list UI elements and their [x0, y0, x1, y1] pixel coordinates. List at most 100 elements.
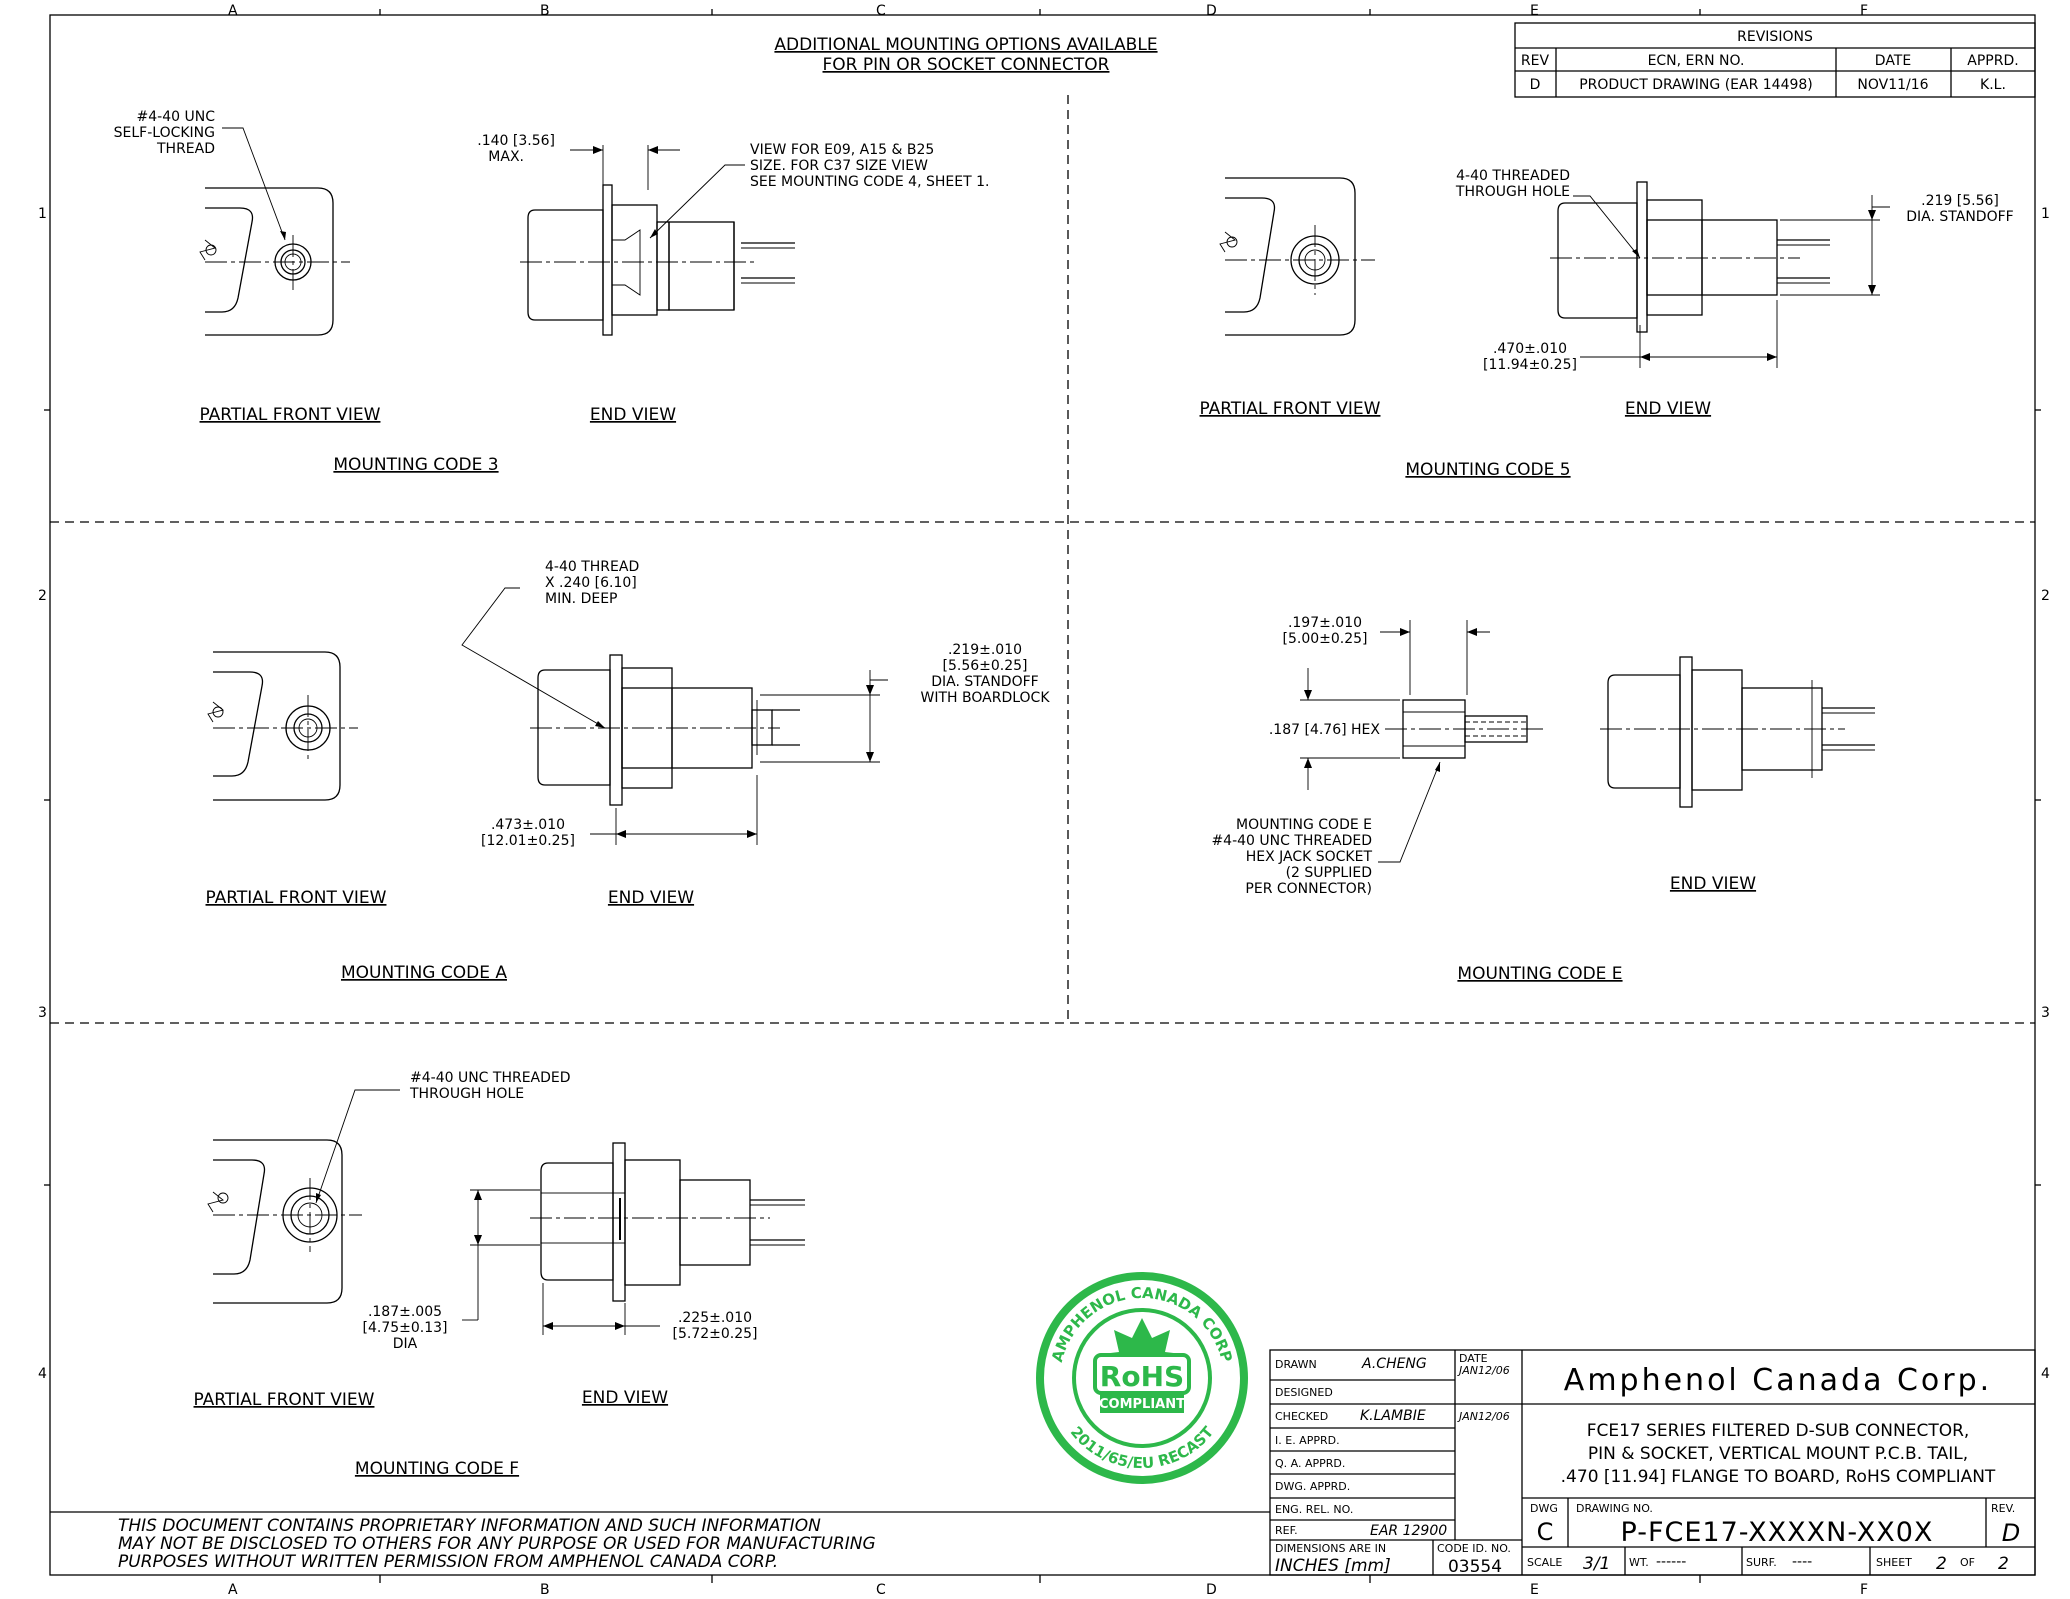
- stamp-inner-ring: [1072, 1308, 1212, 1448]
- tb-code-id-label: CODE ID. NO.: [1437, 1542, 1511, 1555]
- zone-col-b-bottom: B: [540, 1582, 550, 1598]
- zone-col-e-bottom: E: [1530, 1582, 1539, 1598]
- zone-col-d-bottom: D: [1206, 1582, 1217, 1598]
- mounting-code-3-section: #4-40 UNC SELF-LOCKING THREAD .140 [3.56…: [114, 109, 990, 475]
- revisions-table: REVISIONS REV ECN, ERN NO. DATE APPRD. D…: [1514, 22, 2036, 98]
- code5-standoff-1: .219 [5.56]: [1921, 193, 1999, 209]
- tb-drawing-no: P-FCE17-XXXXN-XX0X: [1621, 1517, 1934, 1548]
- tb-wt: ------: [1656, 1554, 1686, 1570]
- zone-row-1-right: 1: [2041, 206, 2050, 222]
- rev-row-ecn: PRODUCT DRAWING (EAR 14498): [1579, 77, 1813, 93]
- codeE-note-3: HEX JACK SOCKET: [1246, 849, 1373, 865]
- zone-row-2-right: 2: [2041, 588, 2050, 604]
- codeE-note-1: MOUNTING CODE E: [1236, 817, 1372, 833]
- codeF-dia-3: DIA: [393, 1336, 418, 1352]
- tb-dwg-size: C: [1537, 1518, 1554, 1546]
- zone-col-c-bottom: C: [876, 1582, 886, 1598]
- codeE-note-5: PER CONNECTOR): [1245, 881, 1372, 897]
- zone-col-a-bottom: A: [228, 1582, 238, 1598]
- codeF-end-label: END VIEW: [582, 1388, 668, 1408]
- mounting-code-f-section: #4-40 UNC THREADED THROUGH HOLE .187±.00…: [194, 1070, 805, 1479]
- codeA-dim-2: [12.01±0.25]: [481, 833, 575, 849]
- codeA-front-view: [207, 651, 358, 801]
- tb-checked-label: CHECKED: [1275, 1410, 1328, 1423]
- code5-front-view: [1219, 177, 1375, 336]
- section-dividers: [50, 95, 2035, 1024]
- tb-wt-label: WT.: [1629, 1556, 1649, 1569]
- codeF-dim-2: [5.72±0.25]: [673, 1326, 758, 1342]
- mounting-code-a-section: 4-40 THREAD X .240 [6.10] MIN. DEEP .219…: [206, 559, 1051, 983]
- codeE-hex-socket: [1385, 699, 1545, 759]
- codeE-note-4: (2 SUPPLIED: [1286, 865, 1372, 881]
- rev-header-date: DATE: [1875, 53, 1911, 69]
- code5-hole-note-1: 4-40 THREADED: [1456, 168, 1570, 184]
- codeA-label: MOUNTING CODE A: [341, 963, 507, 983]
- codeE-dim-top-2: [5.00±0.25]: [1283, 631, 1368, 647]
- code3-thread-note-1: #4-40 UNC: [137, 109, 216, 125]
- tb-eng-label: ENG. REL. NO.: [1275, 1503, 1353, 1516]
- rev-header-apprd: APPRD.: [1967, 53, 2018, 69]
- codeA-front-label: PARTIAL FRONT VIEW: [206, 888, 387, 908]
- tb-of-label: OF: [1960, 1556, 1975, 1569]
- rev-row-rev: D: [1530, 77, 1541, 93]
- codeE-hex-label: .187 [4.76] HEX: [1269, 722, 1381, 738]
- zone-row-1: 1: [38, 206, 47, 222]
- tb-qa-label: Q. A. APPRD.: [1275, 1457, 1345, 1470]
- tb-sheet-label: SHEET: [1876, 1556, 1912, 1569]
- rev-row-apprd: K.L.: [1980, 77, 2006, 93]
- revisions-title: REVISIONS: [1737, 29, 1813, 45]
- codeA-standoff-4: WITH BOARDLOCK: [921, 690, 1051, 706]
- zone-row-3: 3: [38, 1005, 47, 1021]
- code3-view-note-1: VIEW FOR E09, A15 & B25: [750, 142, 934, 158]
- zone-row-4: 4: [38, 1366, 47, 1382]
- zone-col-e: E: [1530, 3, 1539, 19]
- tb-dwg-apprd-label: DWG. APPRD.: [1275, 1480, 1350, 1493]
- code3-dim-1: .140 [3.56]: [477, 133, 555, 149]
- tb-dims-label: DIMENSIONS ARE IN: [1275, 1542, 1386, 1555]
- codeF-hole-note-2: THROUGH HOLE: [409, 1086, 524, 1102]
- tb-scale: 3/1: [1583, 1554, 1610, 1574]
- tb-rev-label: REV.: [1991, 1502, 2015, 1515]
- codeE-end-label: END VIEW: [1670, 874, 1756, 894]
- codeF-dim-1: .225±.010: [678, 1310, 752, 1326]
- zone-col-f-bottom: F: [1860, 1582, 1868, 1598]
- code3-front-view: [199, 187, 350, 336]
- tb-scale-label: SCALE: [1527, 1556, 1562, 1569]
- codeE-dim-top-1: .197±.010: [1288, 615, 1362, 631]
- zone-col-b: B: [540, 3, 550, 19]
- tb-desc-1: FCE17 SERIES FILTERED D-SUB CONNECTOR,: [1587, 1421, 1970, 1441]
- rev-header-rev: REV: [1521, 53, 1550, 69]
- code3-end-label: END VIEW: [590, 405, 676, 425]
- tb-drawn-date: JAN12/06: [1457, 1364, 1510, 1377]
- codeA-end-label: END VIEW: [608, 888, 694, 908]
- stamp-sub-band: [1100, 1393, 1184, 1413]
- tb-sheet-total: 2: [1998, 1554, 2009, 1574]
- zone-col-c: C: [876, 3, 886, 19]
- stamp-sub-text: COMPLIANT: [1099, 1397, 1185, 1412]
- title-block: DRAWN A.CHENG DATE JAN12/06 DESIGNED CHE…: [1269, 1349, 2036, 1577]
- tb-desc-2: PIN & SOCKET, VERTICAL MOUNT P.C.B. TAIL…: [1588, 1444, 1968, 1464]
- code5-hole-note-2: THROUGH HOLE: [1455, 184, 1570, 200]
- zone-col-a: A: [228, 3, 238, 19]
- zone-row-3-right: 3: [2041, 1005, 2050, 1021]
- code3-dim-2: MAX.: [488, 149, 524, 165]
- codeA-end-view: [530, 654, 800, 806]
- tb-ie-label: I. E. APPRD.: [1275, 1434, 1340, 1447]
- code5-label: MOUNTING CODE 5: [1405, 460, 1570, 480]
- codeF-end-view: [530, 1142, 805, 1302]
- tb-drawn-label: DRAWN: [1275, 1358, 1317, 1371]
- tb-dwg-label: DWG: [1530, 1502, 1558, 1515]
- code5-dim-2: [11.94±0.25]: [1483, 357, 1577, 373]
- codeF-dia-2: [4.75±0.13]: [363, 1320, 448, 1336]
- codeA-standoff-3: DIA. STANDOFF: [931, 674, 1038, 690]
- codeF-label: MOUNTING CODE F: [355, 1459, 519, 1479]
- code3-view-note-2: SIZE. FOR C37 SIZE VIEW: [750, 158, 928, 174]
- header-note-line2: FOR PIN OR SOCKET CONNECTOR: [823, 55, 1110, 75]
- code5-end-view: [1550, 181, 1830, 333]
- rev-header-ecn: ECN, ERN NO.: [1648, 53, 1745, 69]
- tb-drawn-by: A.CHENG: [1361, 1356, 1427, 1372]
- tb-designed-label: DESIGNED: [1275, 1386, 1333, 1399]
- tb-date-label: DATE: [1459, 1352, 1488, 1365]
- tb-checked-by: K.LAMBIE: [1360, 1408, 1426, 1424]
